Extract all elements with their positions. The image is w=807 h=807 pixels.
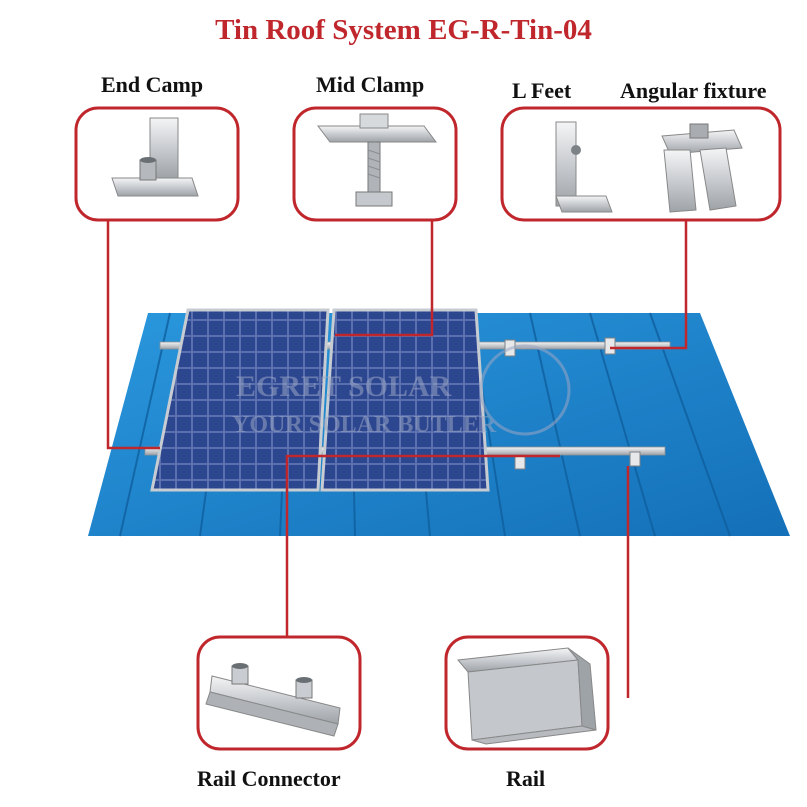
end-clamp-image [111, 117, 199, 197]
watermark-logo [479, 344, 571, 436]
callout-line-rail-connector [285, 454, 560, 637]
watermark: EGRET SOLAR YOUR SOLAR BUTLER [232, 344, 571, 438]
watermark-line-2: YOUR SOLAR BUTLER [232, 412, 497, 438]
angular-fixture-label: Angular fixture [620, 78, 767, 103]
l-feet-angular-box [500, 106, 782, 222]
end-clamp-label: End Camp [101, 72, 204, 97]
angular-fixture-image [661, 123, 743, 213]
callout-line-end-clamp [106, 220, 160, 450]
callout-line-angular-fixture [610, 220, 688, 350]
mid-clamp-image [317, 113, 437, 207]
watermark-line-1: EGRET SOLAR [236, 370, 452, 403]
solar-panel-right [320, 308, 490, 492]
solar-panel-left [150, 308, 330, 492]
rail-label: Rail [506, 766, 546, 791]
l-feet-image [555, 121, 613, 213]
callout-line-mid-clamp [335, 220, 434, 337]
callout-lines [106, 220, 688, 698]
rail-connector-image [205, 663, 341, 737]
l-feet-label: L Feet [512, 78, 572, 103]
mid-clamp-label: Mid Clamp [316, 72, 425, 97]
diagram-title: Tin Roof System EG-R-Tin-04 [215, 14, 592, 46]
rail-connector-label: Rail Connector [197, 766, 341, 791]
rail-profile-image [457, 647, 597, 745]
